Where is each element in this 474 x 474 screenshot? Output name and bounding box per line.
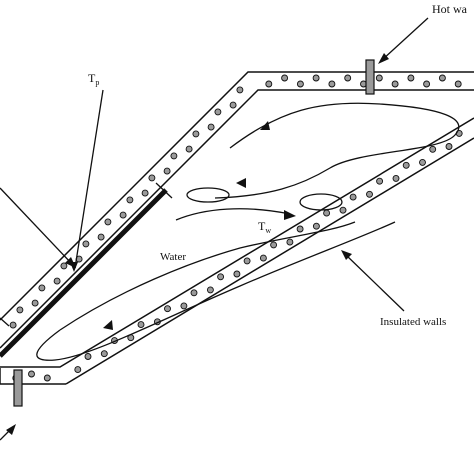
insulation-dot — [366, 190, 373, 198]
insulation-dot — [454, 80, 462, 88]
insulation-dot — [402, 161, 410, 169]
insulated-walls-arrow — [341, 250, 405, 312]
insulation-dot — [281, 74, 289, 82]
hot-water-arrow — [378, 17, 429, 64]
insulation-dot — [339, 206, 347, 214]
insulation-dot — [16, 306, 24, 314]
insulation-dot — [190, 289, 198, 297]
left-edge-arrow — [0, 187, 76, 268]
tw-label: Tw — [258, 219, 271, 235]
plate-end-tick-top — [155, 182, 173, 199]
insulation-dot — [31, 299, 39, 307]
insulation-dot — [60, 262, 68, 270]
vortex-ellipse-right — [299, 193, 343, 211]
insulation-dot — [233, 270, 241, 278]
middle-flow-arrow — [175, 208, 296, 221]
insulation-dot — [100, 350, 108, 358]
lower-flow-loop — [36, 221, 396, 361]
insulation-dot — [185, 145, 193, 153]
insulation-dot — [206, 286, 214, 294]
absorber-plate — [0, 188, 168, 358]
insulation-dot — [170, 152, 178, 160]
upper-flow-loop — [214, 102, 460, 199]
insulation-dot — [217, 273, 225, 281]
insulation-dot — [391, 80, 399, 88]
insulation-dot — [192, 130, 200, 138]
insulation-dot — [328, 80, 336, 88]
insulation-dot — [296, 80, 304, 88]
insulation-dot — [180, 302, 188, 310]
insulation-dot — [286, 238, 294, 246]
inner-wall — [0, 89, 474, 368]
outer-wall — [0, 71, 474, 385]
insulation-dot — [312, 74, 320, 82]
vortex-ellipse-left — [186, 187, 230, 203]
left-edge-tick — [0, 317, 10, 327]
insulation-dot — [163, 167, 171, 175]
insulation-dot — [43, 374, 51, 382]
insulation-dot — [344, 74, 352, 82]
insulation-dot — [84, 353, 92, 360]
insulated-walls-label: Insulated walls — [380, 316, 446, 328]
water-label: Water — [160, 251, 186, 263]
insulation-dot — [419, 158, 426, 166]
insulation-dot — [392, 174, 400, 182]
insulation-dot — [445, 143, 453, 150]
insulation-dot — [74, 366, 82, 374]
insulation-dot — [82, 240, 90, 248]
insulation-dot — [53, 277, 61, 285]
insulation-dot — [243, 257, 251, 265]
insulation-dot — [119, 211, 127, 219]
insulation-dot — [214, 108, 222, 116]
insulation-dot — [259, 254, 267, 262]
cold-water-valve — [13, 369, 23, 407]
hot-water-label: Hot wa — [432, 2, 468, 16]
tp-label: Tp — [88, 71, 99, 87]
insulation-dot — [97, 233, 105, 241]
insulation-dot — [270, 241, 278, 249]
insulation-dot — [438, 74, 446, 82]
insulation-dot — [229, 101, 237, 109]
insulation-dots — [9, 74, 463, 382]
insulation-dot — [141, 189, 149, 197]
insulation-dot — [312, 222, 320, 230]
insulation-dot — [296, 225, 304, 233]
insulation-dot — [9, 321, 17, 329]
insulation-dot — [28, 370, 35, 378]
insulation-dot — [265, 80, 273, 88]
insulation-dot — [375, 74, 383, 82]
insulation-dot — [376, 177, 384, 185]
insulation-dot — [164, 305, 171, 313]
insulation-dot — [407, 74, 415, 82]
hot-water-valve — [365, 59, 375, 95]
insulation-dot — [349, 193, 357, 201]
insulation-dot — [429, 145, 437, 153]
insulation-dot — [236, 86, 244, 94]
insulation-dot — [148, 174, 156, 182]
insulation-dot — [207, 123, 215, 131]
insulation-dot — [104, 218, 112, 226]
insulation-dot — [323, 209, 331, 217]
insulation-dot — [137, 321, 145, 329]
insulation-dot — [423, 80, 431, 88]
insulation-dot — [126, 196, 134, 204]
bottom-left-arrow — [0, 424, 16, 441]
insulation-dot — [38, 284, 46, 292]
